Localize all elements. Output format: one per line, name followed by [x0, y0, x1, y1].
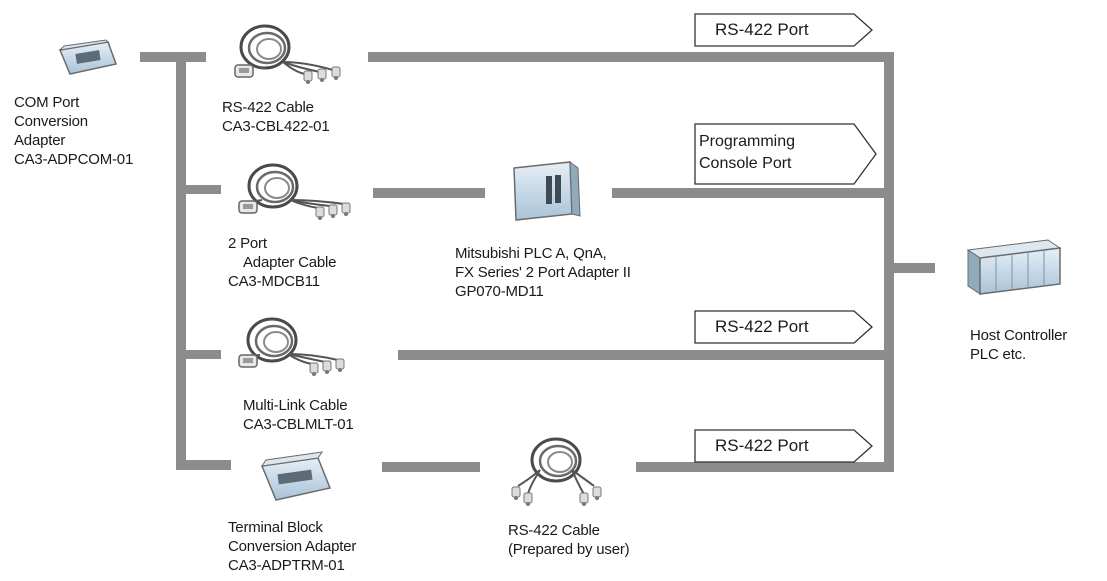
programming-console-port-label: Programming Console Port	[699, 133, 796, 172]
right-bus	[884, 52, 935, 472]
host-controller-label: Host Controller PLC etc.	[970, 327, 1068, 363]
user-rs422-cable-icon	[511, 437, 602, 507]
terminal-block-adapter-label: Terminal Block Conversion Adapter CA3-AD…	[228, 519, 357, 574]
terminal-block-adapter-icon	[260, 451, 332, 501]
rs422-port-arrow-top	[694, 13, 873, 47]
multi-link-cable-label: Multi-Link Cable CA3-CBLMLT-01	[243, 397, 354, 433]
rs422-port-arrow-middle	[694, 310, 873, 344]
rs422-port-label-bottom: RS-422 Port	[715, 436, 809, 455]
rs422-port-label-top: RS-422 Port	[715, 20, 809, 39]
connection-lines	[368, 52, 888, 472]
user-rs422-cable-label: RS-422 Cable (Prepared by user)	[508, 522, 630, 558]
host-controller-icon	[966, 239, 1062, 295]
two-port-adapter-cable-label: 2 Port Adapter Cable CA3-MDCB11	[228, 235, 337, 290]
rs422-port-arrow-bottom	[694, 429, 873, 463]
multi-link-cable-icon	[238, 317, 345, 377]
left-bus	[140, 52, 231, 470]
com-port-adapter-label: COM Port Conversion Adapter CA3-ADPCOM-0…	[14, 94, 134, 168]
two-port-adapter-cable-icon	[238, 163, 351, 221]
rs422-cable-label: RS-422 Cable CA3-CBL422-01	[222, 99, 330, 135]
rs422-port-label-middle: RS-422 Port	[715, 317, 809, 336]
programming-console-port-arrow	[694, 123, 877, 185]
rs422-cable-icon	[234, 24, 341, 85]
plc-two-port-adapter-icon	[513, 160, 581, 221]
com-port-adapter-icon	[58, 39, 117, 75]
plc-adapter-label: Mitsubishi PLC A, QnA, FX Series' 2 Port…	[455, 245, 631, 300]
